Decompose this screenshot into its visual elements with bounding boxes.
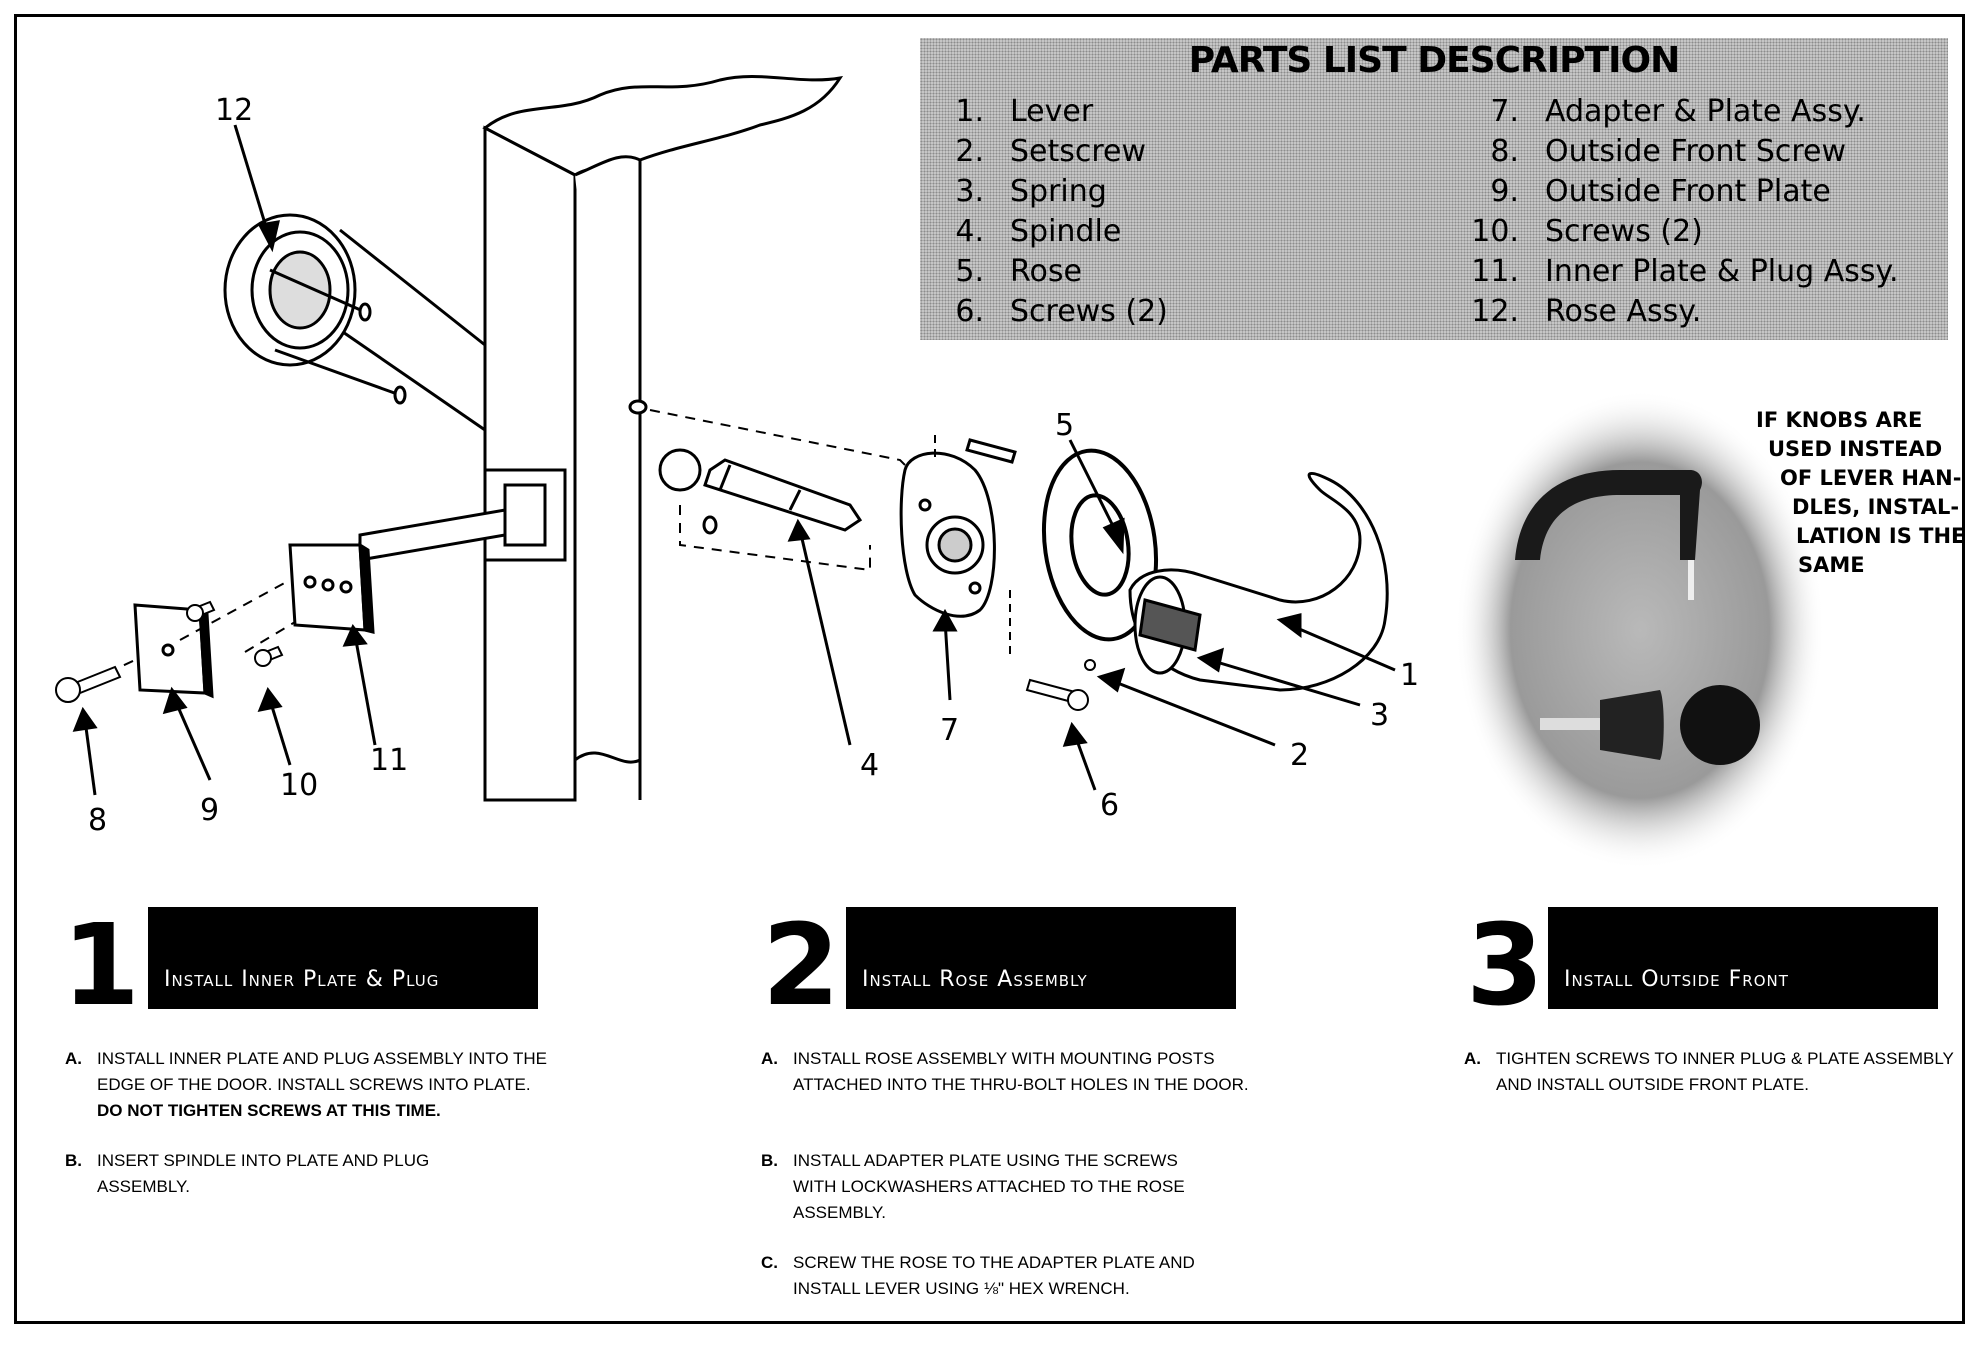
- callout-4: 4: [860, 748, 879, 783]
- step-2-item-b: B.Install adapter plate using the screws…: [761, 1151, 1185, 1222]
- callout-1: 1: [1400, 658, 1419, 693]
- step-1-title: Install Inner Plate & Plug: [148, 907, 538, 1009]
- part-item: 6.Screws (2): [955, 294, 1168, 329]
- callout-5: 5: [1055, 408, 1074, 443]
- parts-list: PARTS LIST DESCRIPTION 1.Lever 2.Setscre…: [920, 38, 1948, 340]
- step-1-item-b: B.Insert spindle into plate and plug ass…: [65, 1151, 430, 1196]
- part-item: 1.Lever: [955, 94, 1094, 129]
- callout-7: 7: [940, 713, 959, 748]
- step-1-item-a: A.Install inner plate and plug assembly …: [65, 1049, 548, 1120]
- part-item: 5.Rose: [955, 254, 1082, 289]
- door: [482, 74, 844, 802]
- callout-8: 8: [88, 803, 107, 838]
- adapter-plate-7: [899, 435, 1017, 618]
- outside-front-plate-9: [133, 603, 214, 699]
- screw-6: [1009, 590, 1096, 711]
- knob-inset: [1455, 390, 1825, 870]
- step-1-number: 1: [62, 901, 140, 1031]
- step-2-number: 2: [762, 901, 840, 1031]
- part-item: 4.Spindle: [955, 214, 1122, 249]
- callout-9: 9: [200, 793, 219, 828]
- step-3-item-a: A.Tighten screws to inner plug & plate a…: [1464, 1049, 1954, 1094]
- part-item: 3.Spring: [955, 174, 1107, 209]
- lever-1: [1128, 472, 1389, 692]
- spindle-4: [628, 399, 911, 572]
- part-item: 2.Setscrew: [955, 134, 1147, 169]
- part-item: 9.Outside Front Plate: [1490, 174, 1831, 209]
- callout-12: 12: [215, 93, 253, 128]
- callout-6: 6: [1100, 788, 1119, 823]
- callout-11: 11: [370, 743, 408, 778]
- callout-2: 2: [1290, 738, 1309, 773]
- part-item: 10.Screws (2): [1471, 214, 1703, 249]
- knob-note: IF KNOBS ARE USED INSTEAD OF LEVER HAN- …: [1756, 408, 1966, 577]
- parts-list-title: PARTS LIST DESCRIPTION: [1188, 40, 1680, 81]
- inner-plate-assembly-11: [288, 508, 507, 634]
- step-2-item-a: A.Install rose assembly with mounting po…: [761, 1049, 1249, 1094]
- step-3-title: Install Outside Front: [1548, 907, 1938, 1009]
- callout-3: 3: [1370, 698, 1389, 733]
- page-frame: [14, 14, 1965, 1324]
- rose-5: [1041, 448, 1159, 642]
- step-2-title: Install Rose Assembly: [846, 907, 1236, 1009]
- part-item: 11.Inner Plate & Plug Assy.: [1471, 254, 1899, 289]
- part-item: 12.Rose Assy.: [1471, 294, 1702, 329]
- step-3-number: 3: [1466, 901, 1544, 1031]
- step-2-item-c: C.Screw the rose to the adapter plate an…: [761, 1253, 1195, 1298]
- rose-assembly-12: [223, 213, 486, 432]
- screws-small: [55, 579, 296, 703]
- part-item: 8.Outside Front Screw: [1490, 134, 1847, 169]
- callout-numbers: 12 5 1 3 2 6 7 4 11 10 9 8: [88, 93, 1419, 838]
- callout-10: 10: [280, 768, 318, 803]
- part-item: 7.Adapter & Plate Assy.: [1490, 94, 1866, 129]
- leader-arrows: [72, 124, 1396, 796]
